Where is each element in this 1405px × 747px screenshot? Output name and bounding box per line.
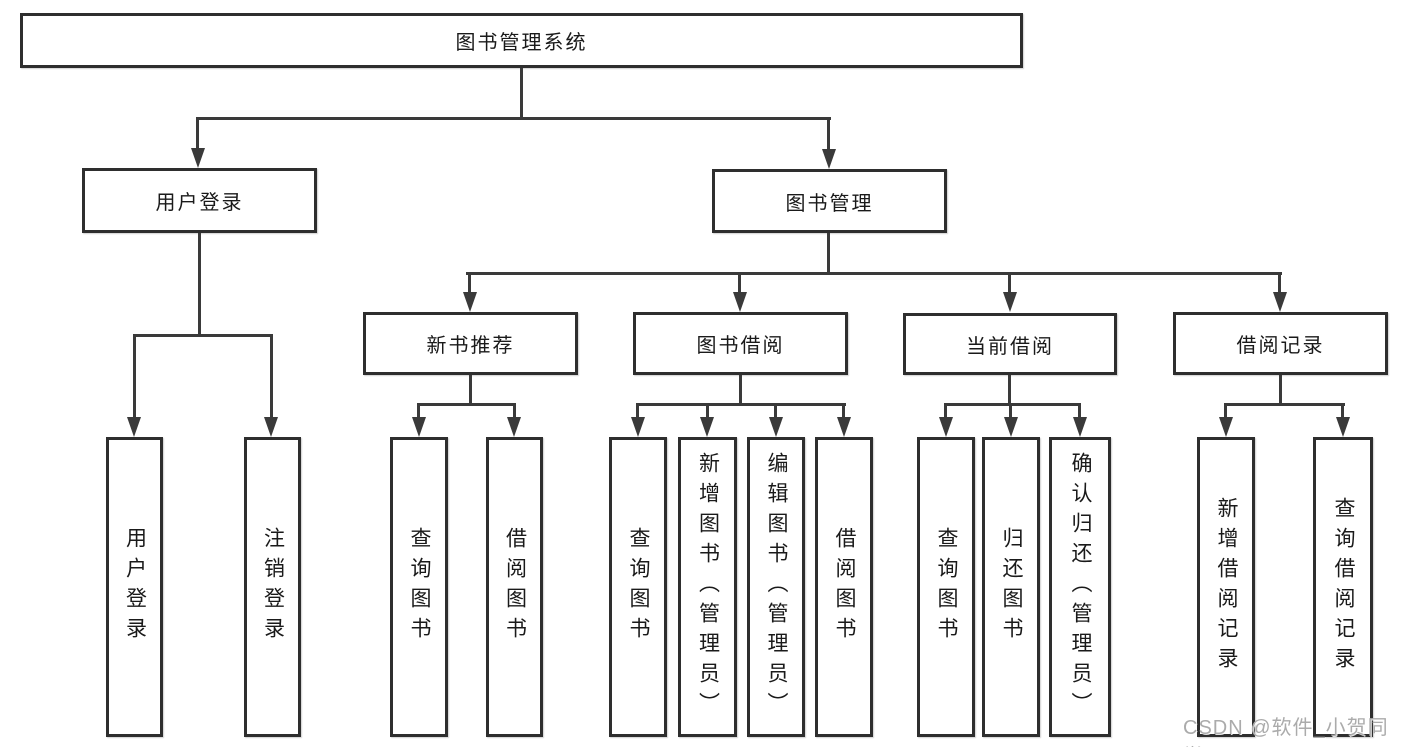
node-label: 新书推荐 bbox=[426, 335, 515, 357]
arrow-down-icon bbox=[769, 417, 783, 437]
node-root: 图书管理系统 bbox=[20, 13, 1023, 68]
connector-line bbox=[196, 118, 199, 149]
leaf-edit-book-admin: 编辑图书（管理员） bbox=[747, 437, 805, 737]
connector-line bbox=[827, 233, 830, 273]
leaf-query-book-2: 查询图书 bbox=[609, 437, 667, 737]
connector-line bbox=[1278, 273, 1281, 293]
arrow-down-icon bbox=[264, 417, 278, 437]
leaf-borrow-book-1: 借阅图书 bbox=[486, 437, 543, 737]
arrow-down-icon bbox=[1336, 417, 1350, 437]
node-label: 图书借阅 bbox=[696, 335, 785, 357]
leaf-label: 新增借阅记录 bbox=[1215, 497, 1239, 677]
connector-line bbox=[1224, 405, 1227, 419]
connector-line bbox=[1009, 405, 1012, 419]
node-label: 图书管理 bbox=[785, 192, 874, 215]
connector-line bbox=[842, 405, 845, 419]
node-book-management: 图书管理 bbox=[712, 169, 947, 233]
connector-line bbox=[133, 334, 273, 337]
leaf-label: 查询图书 bbox=[408, 527, 432, 647]
connector-line bbox=[739, 375, 742, 404]
leaf-label: 注销登录 bbox=[261, 527, 285, 647]
leaf-add-borrow-record: 新增借阅记录 bbox=[1197, 437, 1255, 737]
arrow-down-icon bbox=[822, 149, 836, 169]
leaf-label: 编辑图书（管理员） bbox=[765, 452, 789, 722]
connector-line bbox=[466, 272, 1282, 275]
connector-line bbox=[827, 118, 830, 150]
leaf-user-login: 用户登录 bbox=[106, 437, 163, 737]
connector-line bbox=[706, 405, 709, 419]
arrow-down-icon bbox=[631, 417, 645, 437]
leaf-query-book-3: 查询图书 bbox=[917, 437, 975, 737]
leaf-label: 查询图书 bbox=[627, 527, 651, 647]
connector-line bbox=[198, 233, 201, 335]
connector-line bbox=[636, 405, 639, 419]
leaf-query-borrow-record: 查询借阅记录 bbox=[1313, 437, 1373, 737]
arrow-down-icon bbox=[127, 417, 141, 437]
connector-line bbox=[774, 405, 777, 419]
leaf-label: 借阅图书 bbox=[503, 527, 527, 647]
arrow-down-icon bbox=[412, 417, 426, 437]
connector-line bbox=[1279, 375, 1282, 404]
leaf-label: 归还图书 bbox=[1000, 527, 1024, 647]
node-label: 借阅记录 bbox=[1236, 335, 1325, 357]
connector-line bbox=[1008, 375, 1011, 404]
arrow-down-icon bbox=[1273, 292, 1287, 312]
arrow-down-icon bbox=[191, 148, 205, 168]
leaf-return-book: 归还图书 bbox=[982, 437, 1040, 737]
leaf-query-book-1: 查询图书 bbox=[390, 437, 448, 737]
leaf-label: 借阅图书 bbox=[833, 527, 857, 647]
leaf-label: 查询借阅记录 bbox=[1332, 497, 1356, 677]
csdn-watermark: CSDN @软件_小贺同学 bbox=[1183, 717, 1389, 747]
arrow-down-icon bbox=[1004, 417, 1018, 437]
connector-line bbox=[944, 403, 1081, 406]
connector-line bbox=[1008, 273, 1011, 293]
connector-line bbox=[1341, 405, 1344, 419]
node-new-book-recommend: 新书推荐 bbox=[363, 312, 578, 375]
connector-line bbox=[1224, 403, 1345, 406]
arrow-down-icon bbox=[837, 417, 851, 437]
arrow-down-icon bbox=[700, 417, 714, 437]
connector-line bbox=[944, 405, 947, 419]
leaf-confirm-return-admin: 确认归还（管理员） bbox=[1049, 437, 1111, 737]
leaf-add-book-admin: 新增图书（管理员） bbox=[678, 437, 737, 737]
leaf-borrow-book-2: 借阅图书 bbox=[815, 437, 873, 737]
arrow-down-icon bbox=[463, 292, 477, 312]
node-label: 当前借阅 bbox=[966, 335, 1054, 358]
leaf-label: 确认归还（管理员） bbox=[1069, 452, 1093, 722]
leaf-label: 用户登录 bbox=[123, 527, 147, 647]
connector-line bbox=[417, 405, 420, 419]
node-label: 用户登录 bbox=[155, 192, 244, 214]
node-borrow-record: 借阅记录 bbox=[1173, 312, 1388, 375]
connector-line bbox=[468, 273, 471, 293]
connector-line bbox=[196, 117, 831, 120]
arrow-down-icon bbox=[1219, 417, 1233, 437]
connector-line bbox=[133, 335, 136, 419]
connector-line bbox=[520, 68, 523, 118]
connector-line bbox=[417, 403, 516, 406]
node-user-login-branch: 用户登录 bbox=[82, 168, 317, 233]
node-root-label: 图书管理系统 bbox=[455, 32, 588, 54]
connector-line bbox=[270, 335, 273, 419]
connector-line bbox=[1078, 405, 1081, 419]
arrow-down-icon bbox=[1003, 292, 1017, 312]
arrow-down-icon bbox=[507, 417, 521, 437]
arrow-down-icon bbox=[733, 292, 747, 312]
connector-line bbox=[469, 375, 472, 404]
node-book-borrow: 图书借阅 bbox=[633, 312, 848, 375]
leaf-label: 查询图书 bbox=[935, 527, 959, 647]
node-current-borrow: 当前借阅 bbox=[903, 313, 1117, 375]
leaf-logout: 注销登录 bbox=[244, 437, 301, 737]
leaf-label: 新增图书（管理员） bbox=[696, 452, 720, 722]
arrow-down-icon bbox=[1073, 417, 1087, 437]
connector-line bbox=[513, 405, 516, 419]
arrow-down-icon bbox=[939, 417, 953, 437]
connector-line bbox=[738, 273, 741, 293]
connector-line bbox=[636, 403, 846, 406]
